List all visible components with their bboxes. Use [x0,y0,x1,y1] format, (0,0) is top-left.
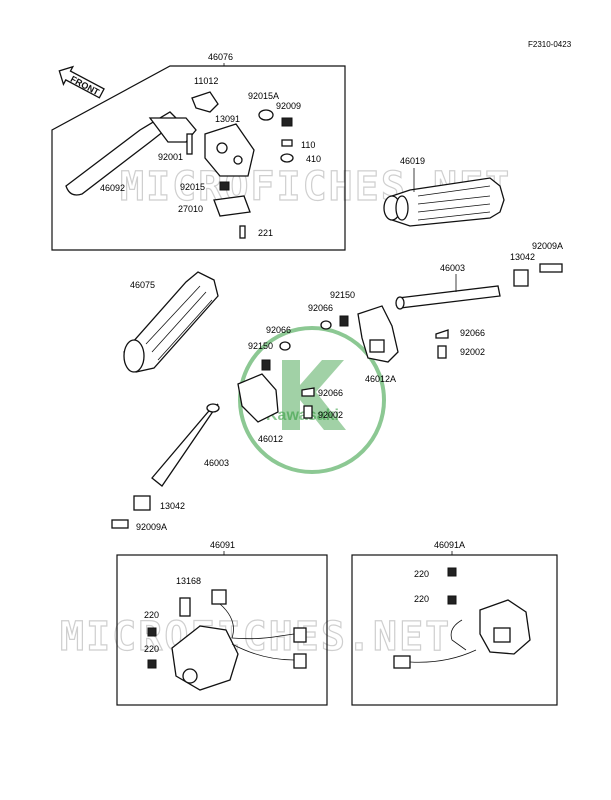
label-46091: 46091 [210,540,235,550]
label-110: 110 [301,140,315,150]
screw-220-a [147,627,157,637]
label-46003-left: 46003 [204,458,229,468]
label-220-d: 220 [414,594,429,604]
weight-13042-right [513,269,529,287]
label-92001: 92001 [158,152,183,162]
screw-220-d [447,595,457,605]
label-46012A: 46012A [365,374,396,384]
label-11012: 11012 [194,76,218,86]
label-46003-right: 46003 [440,263,465,273]
grip-46075 [123,271,219,373]
clamp-27010 [213,195,251,217]
label-46019: 46019 [400,156,425,166]
label-220-a: 220 [144,610,159,620]
bolt-92150-left [261,359,271,371]
washer-92066-left1 [279,341,291,351]
washer-410 [280,153,294,163]
label-46091A: 46091A [434,540,465,550]
grip-46019 [383,177,505,227]
label-92015A: 92015A [248,91,279,101]
watermark-bottom: MICROFICHES.NET [60,614,451,660]
bolt-110 [281,139,293,147]
label-13168: 13168 [176,576,201,586]
label-92150-right: 92150 [330,290,355,300]
label-220-c: 220 [414,569,429,579]
front-arrow-icon: FRONT [58,65,105,99]
switch-11012 [191,91,219,113]
screw-92009 [281,117,293,127]
label-220-b: 220 [144,644,159,654]
washer-92066-right2 [435,329,449,339]
connector [393,655,411,669]
label-46092: 46092 [100,183,125,193]
label-221: 221 [258,228,273,238]
screw-220-c [447,567,457,577]
screw-92009A-left [111,519,129,529]
switch-46091A [479,599,531,655]
washer-92066-left2 [301,387,315,397]
label-92002-left: 92002 [318,410,343,420]
lever-46092 [65,111,179,196]
washer-92015A [258,109,274,121]
nut-92015 [219,181,230,191]
label-92066-right1: 92066 [308,303,333,313]
svg-text:FRONT: FRONT [69,74,102,98]
figure-code: F2310-0423 [528,40,572,49]
washer-92066-right1 [320,320,332,330]
label-92009-top: 92009 [276,101,301,111]
svg-text:Kawasaki: Kawasaki [266,407,339,424]
label-46012: 46012 [258,434,283,444]
clip-13168 [179,597,191,617]
label-13091: 13091 [215,114,240,124]
holder-46012 [237,373,279,423]
screw-92002-left [303,405,313,419]
label-13042-right: 13042 [510,252,535,262]
box-46076 [51,65,346,251]
box-46091A [351,554,558,706]
bracket-13091 [204,123,255,177]
screw-221 [239,225,246,239]
box-46091 [116,554,328,706]
label-13042-left: 13042 [160,501,185,511]
label-410: 410 [306,154,321,164]
label-27010: 27010 [178,204,203,214]
label-92066-right2: 92066 [460,328,485,338]
label-92150-left: 92150 [248,341,273,351]
label-92009A-right: 92009A [532,241,563,251]
bolt-92150-right [339,315,349,327]
screw-220-b [147,659,157,669]
label-92009A-left: 92009A [136,522,167,532]
screw-92002-right [437,345,447,359]
label-92066-left1: 92066 [266,325,291,335]
label-46075: 46075 [130,280,155,290]
screw-92009A-right [539,263,563,273]
pipe-46003-right [397,285,501,309]
label-92066-left2: 92066 [318,388,343,398]
label-92002-right: 92002 [460,347,485,357]
weight-13042-left [133,495,151,511]
label-46076: 46076 [208,52,233,62]
label-92015: 92015 [180,182,205,192]
pipe-46003-left [151,403,219,487]
holder-46012A [357,305,399,363]
